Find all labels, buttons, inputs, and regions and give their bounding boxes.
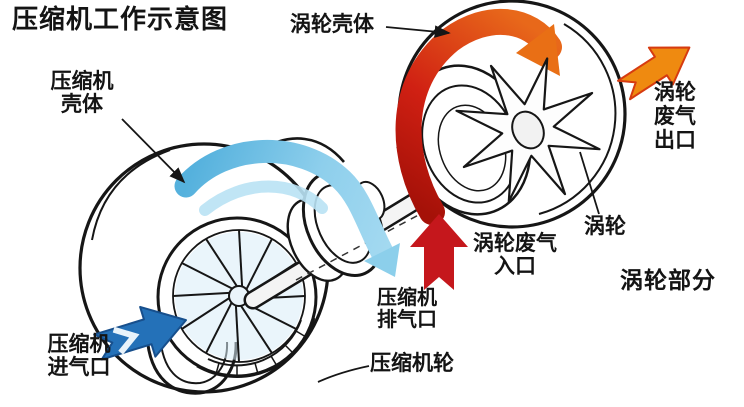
compressor-wheel-shape: [172, 229, 316, 378]
label-line: 压缩机: [47, 332, 111, 356]
turbine-pointer: [579, 151, 600, 215]
compressor-housing-label: 压缩机 壳体: [38, 69, 126, 117]
label-line: 进气口: [47, 355, 111, 380]
label-line: 压缩机: [50, 69, 114, 93]
label-line: 出口: [654, 128, 696, 152]
compressor-exhaust-outlet-label: 压缩机 排气口: [368, 286, 446, 330]
compressor-wheel-label: 压缩机轮: [370, 351, 454, 375]
label-line: 入口: [494, 254, 536, 279]
label-line: 排气口: [377, 307, 437, 331]
label-line: 涡轮废气: [473, 231, 557, 255]
label-line: 废气: [654, 104, 696, 128]
pointer-lines: [121, 25, 600, 383]
exhaust-gas-flow-arrow-icon: [395, 8, 562, 225]
diagram-title: 压缩机工作示意图: [12, 5, 229, 35]
turbine-exhaust-inlet-arrow-icon: [410, 214, 468, 290]
turbine-housing-pointer: [385, 25, 451, 38]
turbine-housing-label: 涡轮壳体: [290, 12, 374, 36]
compressor-intake-label: 压缩机 进气口: [40, 332, 118, 380]
turbine-wheel-shape: [455, 57, 601, 203]
turbine-exhaust-outlet-label: 涡轮 废气 出口: [648, 80, 702, 152]
label-line: 压缩机: [377, 285, 437, 309]
compressor-wheel-pointer: [317, 365, 370, 383]
label-line: 涡轮: [654, 80, 696, 104]
turbine-exhaust-outlet-arrow-icon: [617, 46, 691, 101]
compressed-air-flow-arrow-icon: [174, 140, 400, 277]
turbine-exhaust-inlet-label: 涡轮废气 入口: [460, 231, 570, 279]
turbine-label: 涡轮: [584, 214, 626, 238]
compressor-intake-arrow-icon: [93, 305, 187, 361]
turbine-section-label: 涡轮部分: [620, 268, 716, 294]
compressor-housing-pointer: [121, 118, 186, 184]
label-line: 壳体: [61, 92, 103, 117]
